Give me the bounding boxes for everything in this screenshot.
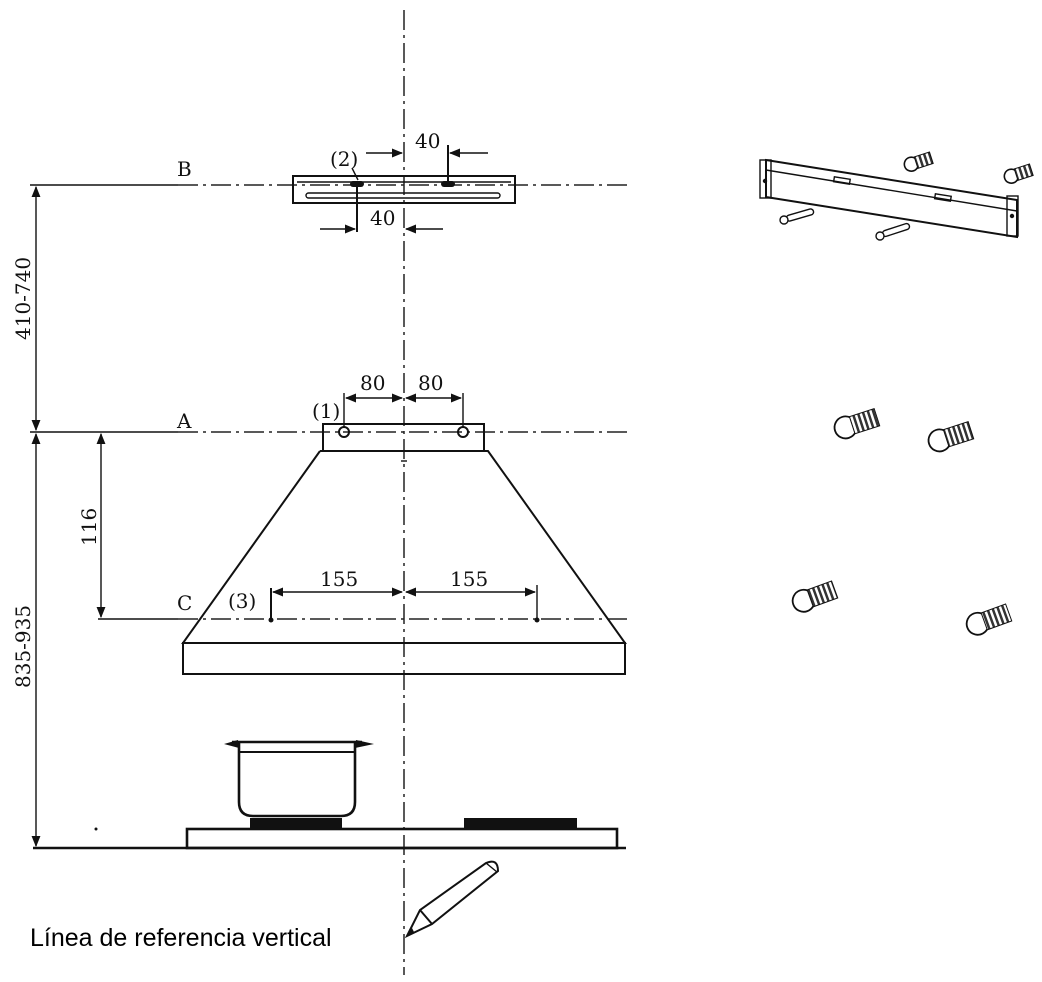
cooktop	[33, 815, 626, 850]
dimension-lower-spacing	[268, 585, 540, 623]
dimension-bracket-lower	[320, 186, 443, 234]
dimension-a-to-c-label: 116	[77, 508, 101, 546]
wall-plug-icon-small-right	[1003, 163, 1034, 184]
dimension-bracket-lower-label: 40	[370, 206, 395, 230]
pencil-icon	[404, 860, 500, 939]
dimension-screw-spacing	[343, 393, 464, 428]
dimension-screw-right-label: 80	[418, 371, 443, 395]
reference-label-a: A	[176, 409, 192, 433]
dimension-hob-to-a	[30, 431, 178, 848]
dimension-b-to-a-label: 410-740	[11, 257, 35, 340]
dimension-bracket-upper	[366, 145, 488, 186]
wall-plug-icon-small-left	[903, 151, 934, 172]
dimension-lower-right-label: 155	[450, 567, 488, 591]
wall-plug-icon-4	[965, 603, 1013, 636]
caption-vertical-reference: Línea de referencia vertical	[30, 924, 332, 952]
dimension-bracket-upper-label: 40	[415, 129, 440, 153]
dimension-hob-to-a-label: 835-935	[11, 605, 35, 688]
mounting-bracket-isometric	[759, 158, 1019, 239]
dimension-lower-left-label: 155	[320, 567, 358, 591]
reference-label-c: C	[177, 591, 192, 615]
wall-plug-icon-3	[791, 580, 839, 613]
reference-label-b: B	[177, 157, 192, 181]
screw-icon-right	[875, 222, 911, 241]
wall-plug-icon-2	[927, 421, 975, 453]
dimension-a-to-c	[96, 432, 178, 620]
dimension-screw-left-label: 80	[360, 371, 385, 395]
range-hood-body	[181, 450, 627, 675]
wall-bracket	[292, 175, 516, 204]
dimension-b-to-a	[30, 184, 178, 432]
screw-icon-left	[779, 208, 815, 225]
cooking-pot	[224, 740, 374, 818]
callout-2: (2)	[330, 147, 358, 171]
callout-1: (1)	[312, 399, 340, 423]
wall-plug-icon-1	[833, 408, 881, 440]
callout-3: (3)	[228, 589, 256, 613]
